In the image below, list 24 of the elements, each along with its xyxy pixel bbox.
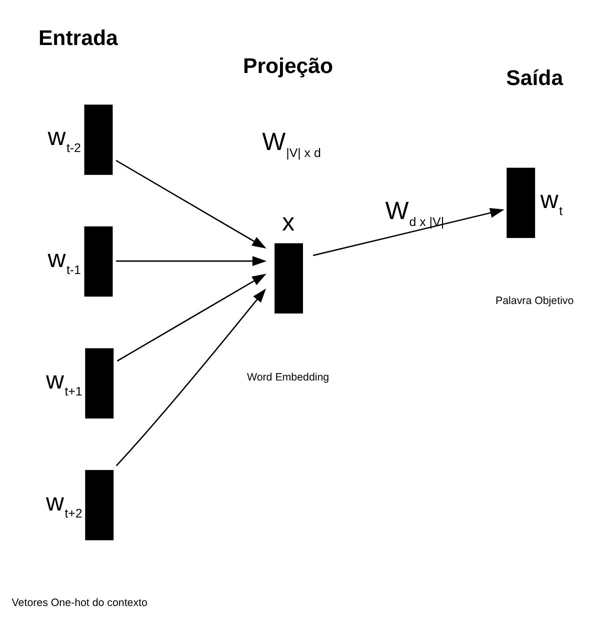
arrow: [116, 256, 267, 266]
node-box: [85, 470, 114, 540]
node-label: w$_{t-1}$: [48, 244, 81, 276]
node-box: [506, 167, 536, 238]
node-box: [85, 348, 114, 418]
arrow: [312, 208, 504, 256]
node-label: x: [282, 208, 295, 236]
arrow: [116, 159, 266, 248]
label: W$_{|V| x d}$: [262, 127, 321, 160]
label: Palavra Objetivo: [496, 294, 574, 306]
node-label: w$_{t-2}$: [48, 122, 81, 154]
arrow: [116, 288, 266, 466]
node-label: w$_{t+2}$: [46, 488, 82, 520]
label: Word Embedding: [246, 370, 330, 383]
node-box: [84, 104, 113, 174]
label: Projeção: [242, 53, 334, 78]
arrow: [116, 273, 266, 362]
node-box: [274, 242, 303, 314]
node-box: [84, 226, 113, 296]
label: Vetores One-hot do contexto: [12, 596, 148, 609]
label: Entrada: [38, 26, 118, 50]
label: Saída: [506, 66, 564, 90]
node-label: w$_{t+1}$: [46, 366, 82, 398]
node-label: w$_{t}$: [540, 186, 563, 218]
